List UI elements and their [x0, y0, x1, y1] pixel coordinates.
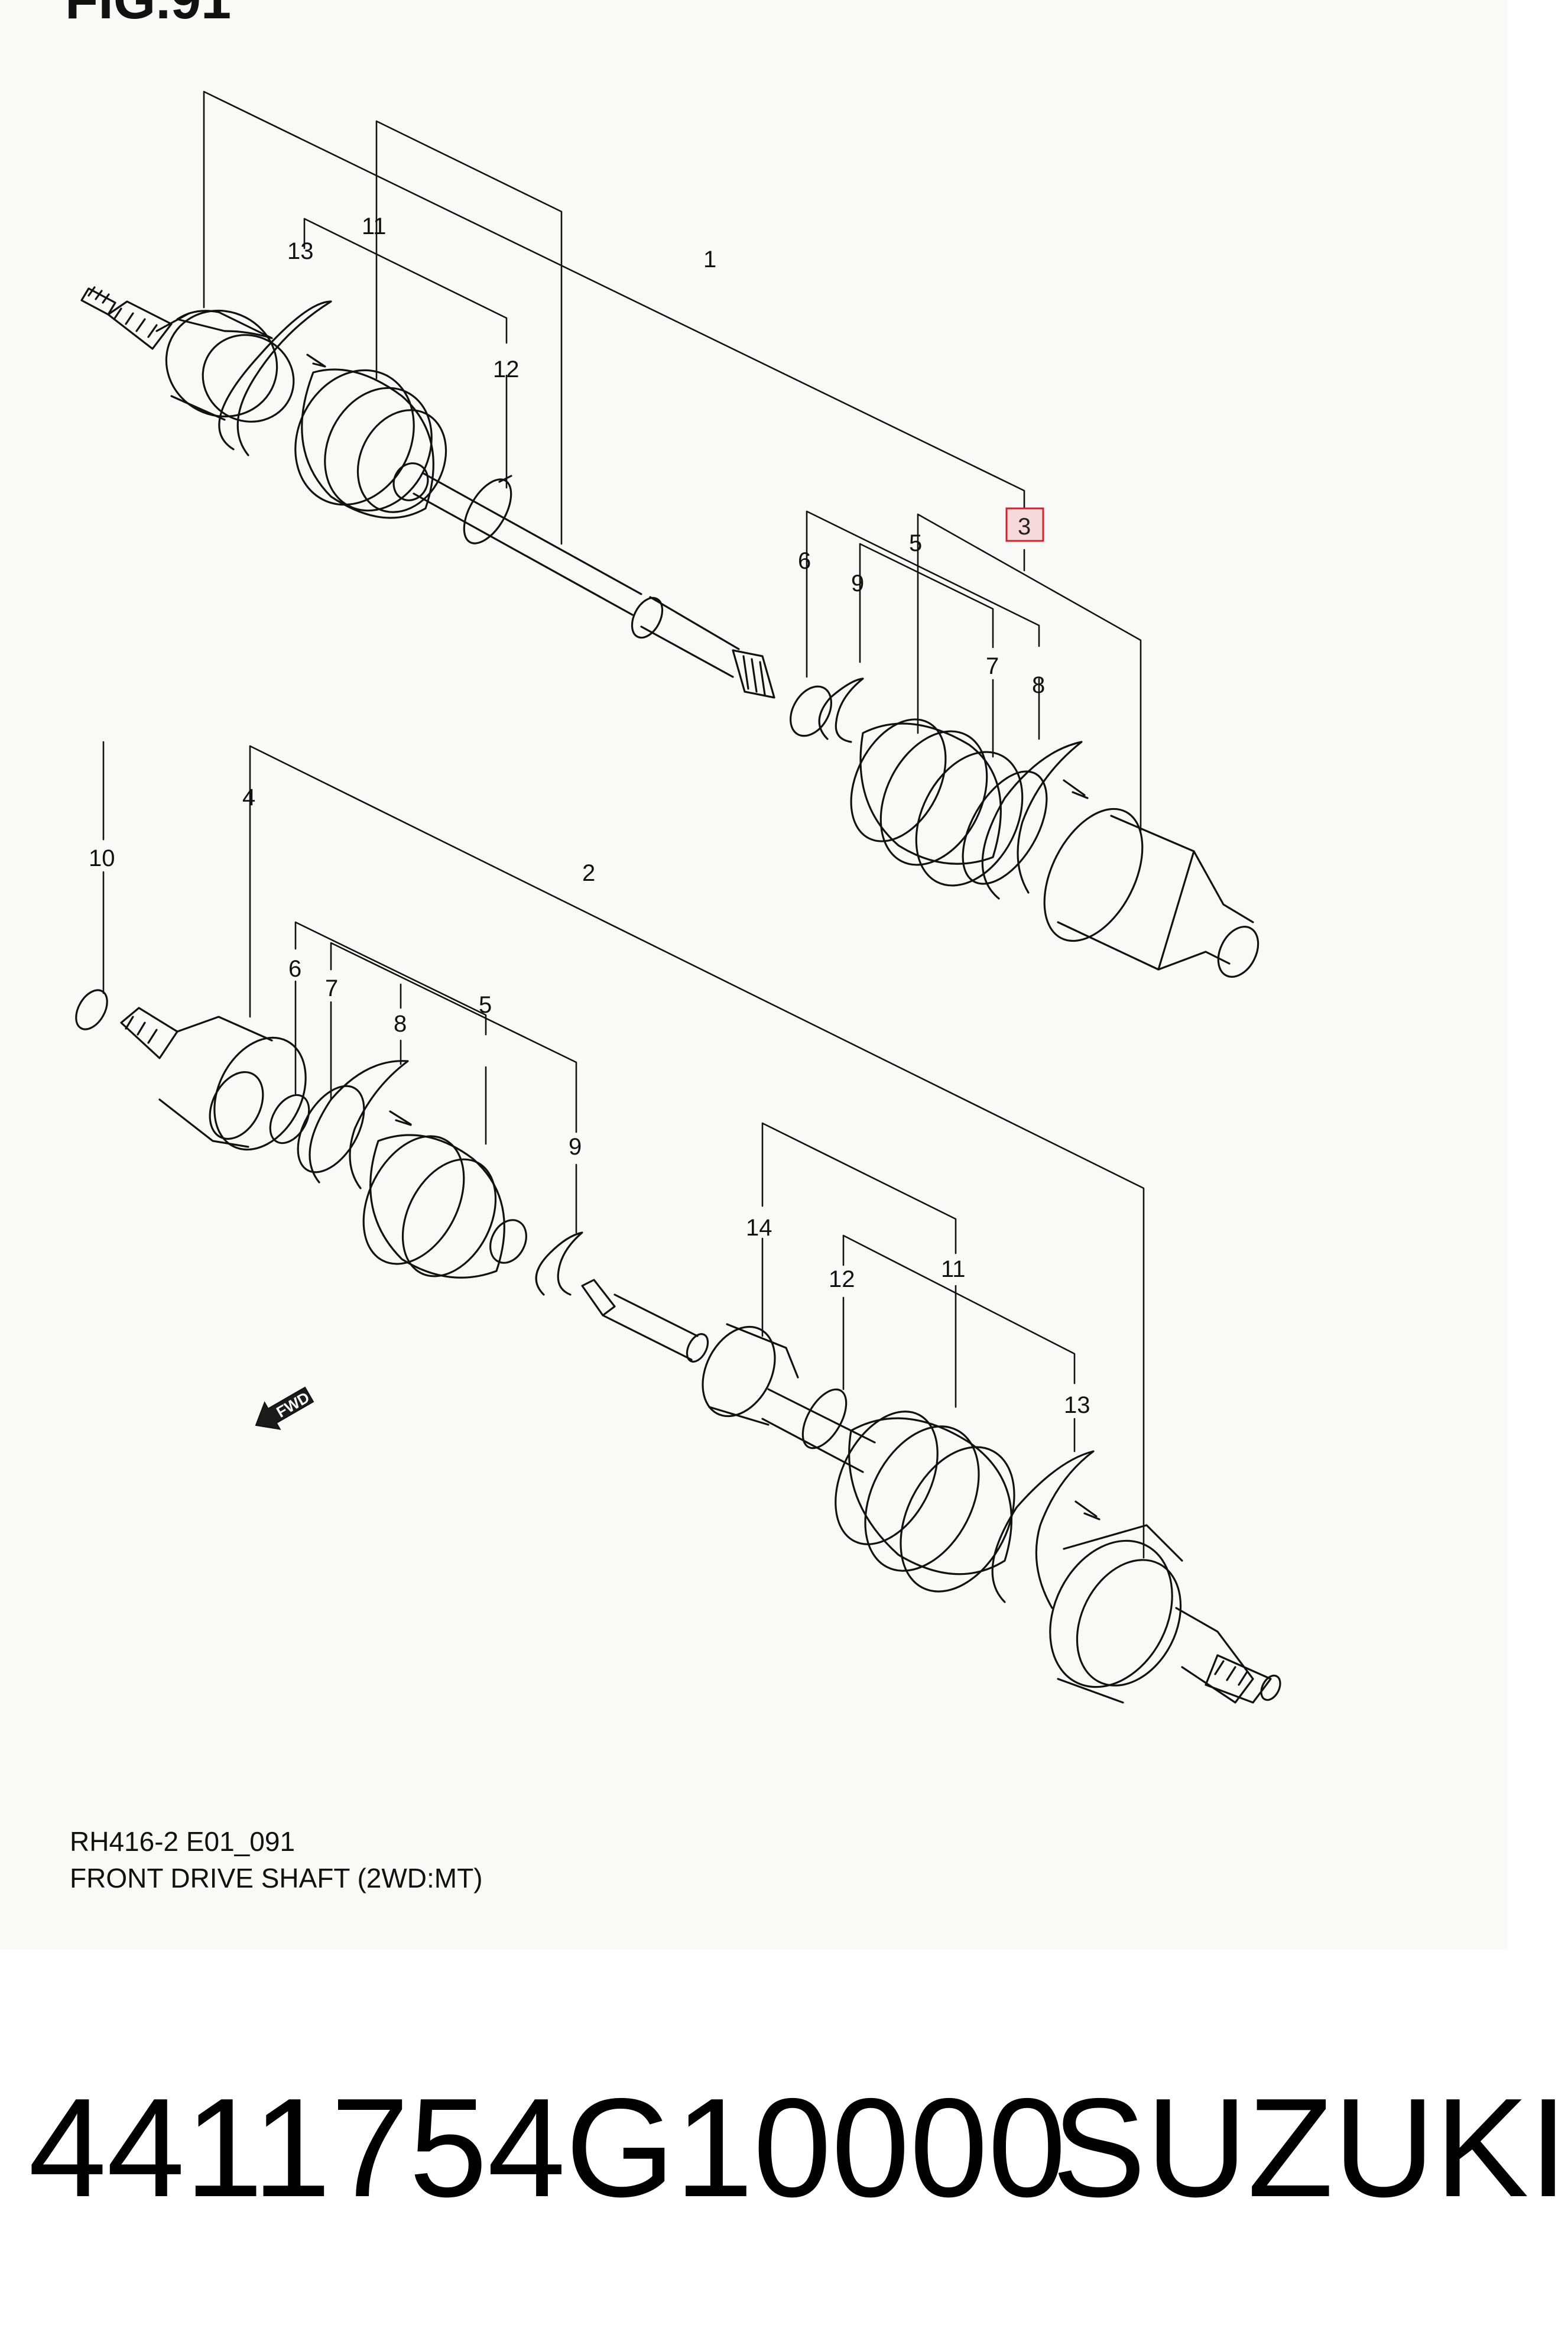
- callout-3[interactable]: 3: [1018, 514, 1031, 540]
- callout-labels: 1 11 13 12 3 6 9 5 7 8 4 2 10 6 7 8 5 9 …: [89, 213, 1090, 1418]
- callout-1: 1: [703, 247, 716, 273]
- callout-12-upper: 12: [493, 356, 520, 382]
- callout-9-upper: 9: [851, 570, 864, 596]
- figure-header: FIG.91: [65, 0, 232, 30]
- callout-8-lower: 8: [394, 1011, 407, 1037]
- fwd-arrow-icon: FWD: [255, 1386, 314, 1430]
- callout-7-lower: 7: [325, 975, 338, 1001]
- callout-2: 2: [582, 860, 595, 886]
- callout-11-upper: 11: [362, 213, 387, 239]
- callout-8-upper: 8: [1032, 672, 1045, 698]
- upper-drive-shaft-assembly: [80, 286, 1259, 978]
- callout-4: 4: [242, 784, 255, 810]
- callout-14: 14: [746, 1215, 772, 1241]
- callout-3-highlight[interactable]: [1005, 507, 1044, 542]
- callout-12-lower: 12: [829, 1266, 855, 1292]
- part-number: 4411754G10000: [28, 2070, 1066, 2226]
- callout-10: 10: [89, 845, 115, 871]
- callout-9-lower: 9: [569, 1134, 582, 1160]
- leader-lines-upper: [203, 90, 1142, 832]
- callout-5-lower: 5: [479, 992, 492, 1018]
- diagram-sheet: [0, 0, 1507, 1950]
- brand-name: SUZUKI: [1052, 2070, 1568, 2226]
- diagram-title: FRONT DRIVE SHAFT (2WD:MT): [70, 1863, 483, 1893]
- callout-7-upper: 7: [986, 653, 999, 679]
- diagram-code: RH416-2 E01_091: [70, 1826, 296, 1857]
- callout-13-lower: 13: [1064, 1392, 1090, 1418]
- callout-6-upper: 6: [798, 548, 811, 574]
- callout-13-upper: 13: [287, 238, 314, 264]
- lower-drive-shaft-assembly: [75, 989, 1281, 1704]
- exploded-parts-diagram: 1 11 13 12 3 6 9 5 7 8 4 2 10 6 7 8 5 9 …: [75, 90, 1281, 1704]
- callout-5-upper: 5: [909, 530, 922, 556]
- callout-6-lower: 6: [288, 956, 301, 982]
- leader-lines-lower: [102, 741, 1145, 1559]
- callout-11-lower: 11: [941, 1256, 966, 1282]
